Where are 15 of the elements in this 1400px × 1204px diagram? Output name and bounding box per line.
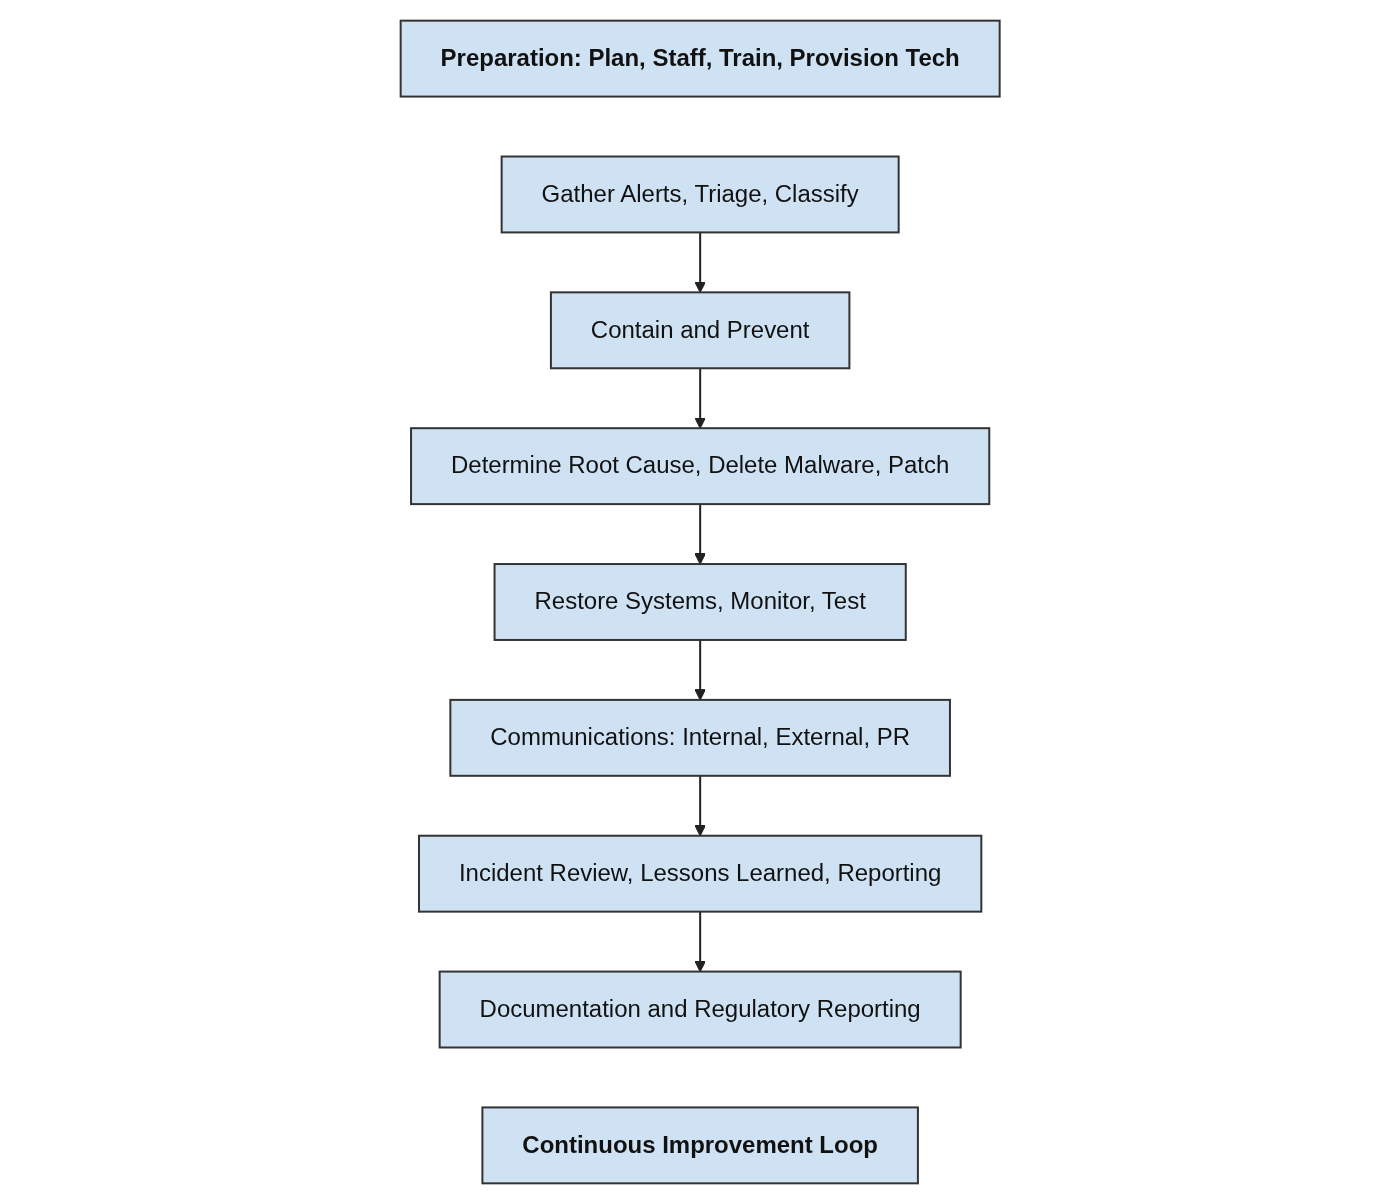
arrow (694, 231, 706, 293)
node-box: Gather Alerts, Triage, Classify (500, 155, 900, 234)
node-box: Determine Root Cause, Delete Malware, Patch (409, 427, 991, 506)
node-box: Communications: Internal, External, PR (449, 698, 951, 777)
arrow (694, 910, 706, 973)
arrow (694, 774, 706, 837)
node-box: Continuous Improvement Loop (481, 1106, 919, 1185)
node-box: Restore Systems, Monitor, Test (493, 563, 907, 641)
arrow (694, 638, 706, 701)
node-box: Documentation and Regulatory Reporting (438, 970, 962, 1049)
node-box: Preparation: Plan, Staff, Train, Provision Tech (399, 19, 1001, 98)
node-box: Contain and Prevent (549, 291, 851, 370)
node-box: Incident Review, Lessons Learned, Reporting (417, 834, 983, 913)
arrow (694, 503, 706, 565)
arrow (694, 367, 706, 429)
